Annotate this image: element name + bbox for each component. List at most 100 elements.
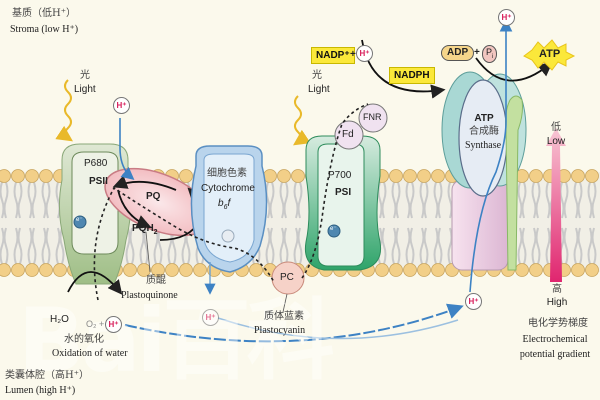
lipid-tail	[293, 181, 303, 219]
h-ion-lumen-atp: H⁺	[465, 293, 482, 310]
lipid-tail	[27, 181, 37, 219]
pqh2-text: PQH	[132, 223, 154, 234]
lipid-head	[193, 263, 207, 277]
atp-synthase-label-en1: ATP	[474, 113, 494, 124]
lipid-tail	[419, 227, 429, 265]
fnr-label: FNR	[363, 112, 382, 122]
lipid-tail	[517, 181, 527, 219]
gradient-label-en1: Electrochemical	[522, 334, 588, 345]
light-wave-psi	[293, 95, 311, 146]
lipid-tail	[13, 181, 23, 219]
lipid-tail	[391, 181, 401, 219]
lipid-tail	[265, 181, 275, 219]
water-oxidation-arrow	[67, 271, 123, 295]
cytochrome-b: b	[218, 198, 224, 209]
lipid-head	[249, 263, 263, 277]
watermark: Bai百科	[18, 289, 335, 392]
lipid-tail	[279, 227, 289, 265]
lipid-head	[165, 263, 179, 277]
lipid-tail	[13, 227, 23, 265]
light-label-en-1: Light	[74, 84, 96, 95]
plastocyanin-label-en: Plastocyanin	[254, 325, 306, 336]
atp-synthase-label-en2: Synthase	[464, 140, 502, 151]
psi-complex	[304, 135, 382, 271]
lipid-tail	[55, 227, 65, 265]
psii-p680-label: P680	[84, 158, 108, 169]
cytochrome-label-zh: 细胞色素	[207, 168, 247, 179]
lipid-tail	[139, 227, 149, 265]
lipid-head	[417, 169, 431, 183]
atp-reaction-arrow	[475, 57, 553, 82]
lipid-tail	[27, 227, 37, 265]
nadp-plus-box: NADP⁺	[311, 47, 355, 64]
lipid-head	[529, 169, 543, 183]
lipid-tail	[125, 227, 135, 265]
cytochrome-b6f-label: b6f	[218, 198, 230, 212]
lipid-tail	[573, 227, 583, 265]
lipid-head	[25, 263, 39, 277]
pi-subscript: i	[492, 53, 494, 60]
lipid-tail	[41, 227, 51, 265]
lipid-tail	[587, 227, 597, 265]
light-wave-psii	[55, 79, 73, 142]
lipid-head	[179, 169, 193, 183]
cytochrome-sub: 6	[223, 204, 228, 211]
lipid-head	[515, 263, 529, 277]
lipid-head	[403, 169, 417, 183]
lipid-tail	[587, 181, 597, 219]
light-label-en-2: Light	[308, 84, 330, 95]
lipid-head	[11, 169, 25, 183]
pi-label: P	[486, 47, 493, 57]
lipid-head	[389, 263, 403, 277]
lipid-head	[123, 263, 137, 277]
lipid-head	[389, 169, 403, 183]
lipid-head	[291, 169, 305, 183]
lipid-head	[529, 263, 543, 277]
lipid-tail	[419, 181, 429, 219]
pqh2-subscript: 2	[153, 229, 158, 236]
gradient-high-zh: 高	[552, 284, 562, 295]
psii-electron: e⁻	[76, 217, 83, 223]
cytochrome-b6f-complex	[190, 145, 268, 273]
lipid-tail	[559, 181, 569, 219]
proton-path-atp-synthase	[469, 18, 513, 293]
light-label-zh-1: 光	[80, 70, 90, 81]
h-ion-water: H⁺	[105, 316, 122, 333]
lipid-tail	[433, 181, 443, 219]
lipid-tail	[405, 181, 415, 219]
o2-products-label: O₂ +	[86, 319, 105, 329]
lipid-tail	[531, 181, 541, 219]
h-ion-stroma-psii: H⁺	[113, 97, 130, 114]
lipid-head	[0, 263, 11, 277]
gradient-label-zh: 电化学势梯度	[528, 318, 588, 329]
lipid-tail	[517, 227, 527, 265]
lipid-head	[0, 169, 11, 183]
lipid-head	[403, 263, 417, 277]
lipid-head	[11, 263, 25, 277]
pq-label: PQ	[146, 191, 161, 202]
nadp-plus-sign: +	[350, 49, 356, 60]
lipid-tail	[265, 227, 275, 265]
pi-oval: Pi	[482, 45, 498, 63]
proton-lumen-flow-2	[217, 317, 459, 340]
psi-electron: e⁻	[330, 226, 337, 232]
fd-circle	[334, 120, 364, 150]
lipid-tail	[0, 227, 9, 265]
gradient-low-zh: 低	[551, 122, 561, 133]
lipid-tail	[153, 227, 163, 265]
gradient-label-en2: potential gradient	[519, 349, 591, 360]
plastoquinone-label-en: Plastoquinone	[121, 290, 178, 301]
lipid-head	[277, 169, 291, 183]
lumen-label-zh: 类囊体腔（高H⁺）	[5, 370, 89, 381]
lipid-head	[585, 169, 599, 183]
atp-star	[523, 39, 576, 71]
stroma-label-zh: 基质（低H⁺）	[12, 8, 76, 19]
atp-synthase-complex	[441, 71, 527, 271]
light-label-zh-2: 光	[312, 70, 322, 81]
atp-product-label: ATP	[539, 48, 561, 60]
gradient-arrow	[546, 128, 566, 282]
proton-path-psii	[119, 118, 135, 181]
lipid-head	[417, 263, 431, 277]
lipid-tail	[573, 181, 583, 219]
atp-synthase-label-zh: 合成酶	[469, 126, 499, 137]
